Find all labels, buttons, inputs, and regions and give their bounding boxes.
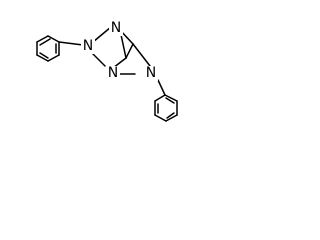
bond: [47, 35, 60, 43]
bond-phenyl-n-left: [58, 41, 84, 46]
atom-labels: N N N N: [81, 20, 158, 81]
bond: [132, 43, 151, 67]
atom-bg: [106, 66, 120, 81]
left-phenyl-ring: [36, 35, 60, 62]
bond: [154, 94, 166, 102]
bond: [47, 54, 60, 62]
double-bond-inner: [166, 112, 175, 119]
bond: [36, 54, 49, 62]
bond: [90, 51, 106, 67]
bond: [125, 43, 134, 59]
atom-n-center: N: [108, 65, 118, 81]
atom-bg: [144, 66, 158, 81]
atom-n-left: N: [83, 38, 93, 54]
cage-bonds: [90, 26, 151, 75]
atom-bg: [81, 39, 95, 54]
bond: [164, 94, 178, 102]
structure-svg: N N N N: [36, 20, 178, 122]
bond: [165, 114, 178, 122]
double-bond-inner: [39, 52, 49, 59]
bond: [154, 114, 167, 122]
double-bond-inner: [165, 97, 175, 104]
atom-n-right: N: [146, 65, 156, 81]
bond: [92, 26, 112, 43]
molecule-diagram: N N N N: [0, 0, 218, 129]
double-bond-inner: [39, 38, 51, 46]
atom-n-top: N: [111, 20, 121, 36]
right-phenyl-ring: [154, 94, 178, 122]
bond: [36, 35, 49, 43]
atom-bg: [109, 21, 123, 36]
bond-n-right-phenyl: [157, 79, 166, 96]
